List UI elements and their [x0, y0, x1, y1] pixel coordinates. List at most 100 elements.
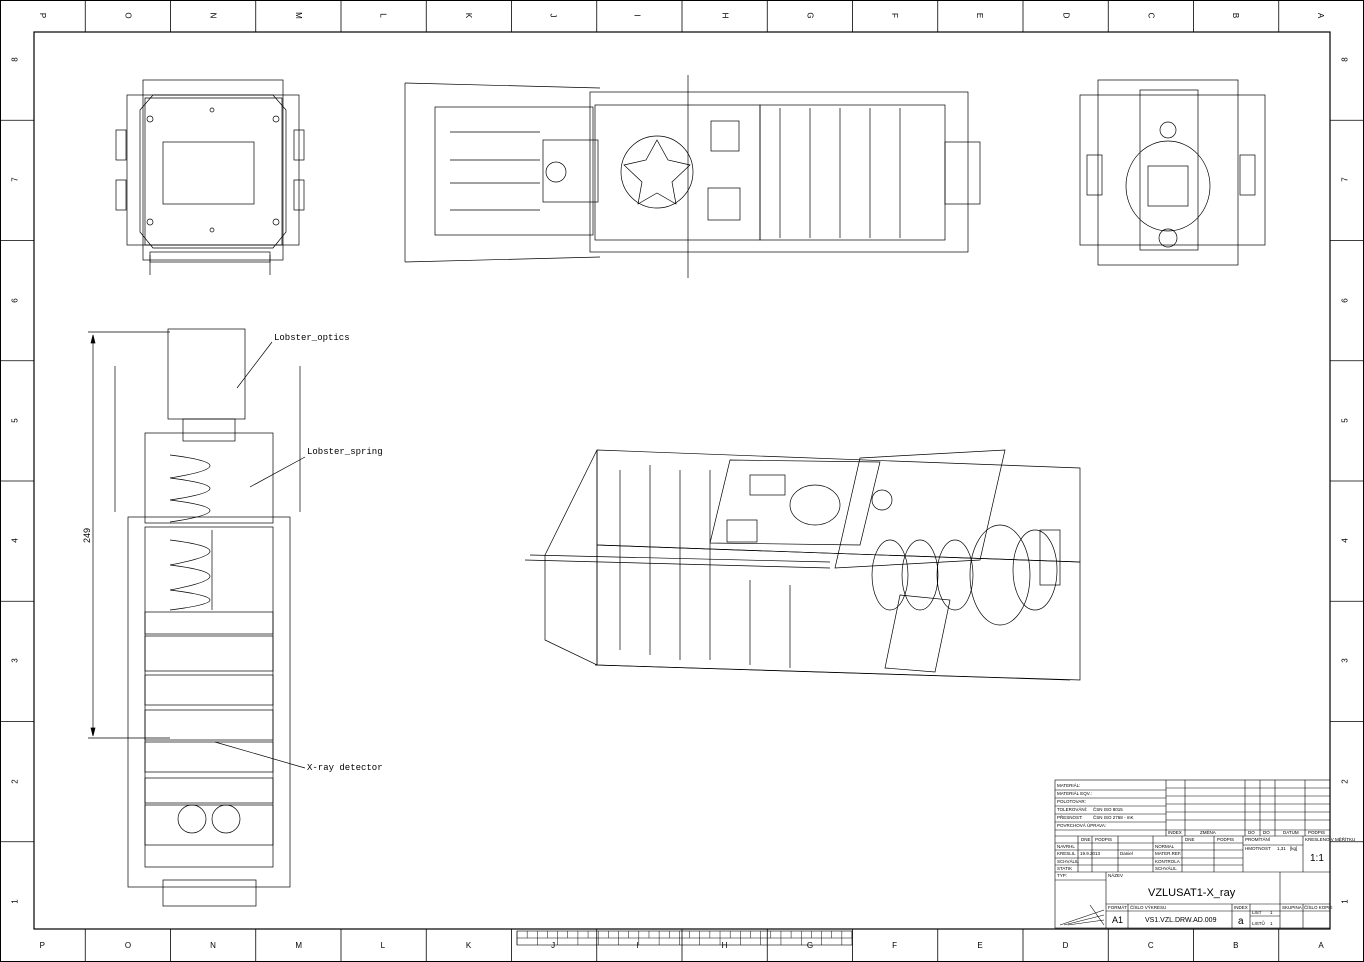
- tb-drawing-no-label: ČÍSLO VÝKRESU: [1130, 905, 1167, 910]
- zone-row-label: 4: [10, 538, 20, 543]
- tb-sheet: LIST: [1252, 910, 1262, 915]
- zone-column-label: L: [380, 941, 386, 950]
- zone-row-label: 8: [1340, 57, 1350, 62]
- zone-column-label: A: [1316, 12, 1326, 19]
- tb-approve2: SCHVÁLIL: [1155, 866, 1177, 871]
- zone-column-label: P: [37, 12, 47, 19]
- zone-column-label: H: [721, 941, 728, 950]
- tb-datum-1: DNE: [1081, 837, 1091, 842]
- tb-drawn-date: 19.9.2013: [1080, 851, 1101, 856]
- tb-scale-label: KRESLENO V MĚŘÍTKU: [1305, 837, 1356, 842]
- zone-column-label: K: [464, 12, 474, 19]
- tb-surface: POVRCHOVÁ ÚPRAVA:: [1057, 823, 1107, 828]
- ruler-ticks: [516, 931, 853, 945]
- tb-sign: PODPIS: [1308, 830, 1326, 835]
- zone-row-label: 8: [10, 57, 20, 62]
- zone-column-label: I: [632, 14, 642, 17]
- zone-column-label: D: [1061, 12, 1071, 19]
- isometric-view: [524, 449, 1081, 681]
- tb-control: KONTROLA: [1155, 859, 1180, 864]
- tb-datum-2: DNE: [1185, 837, 1195, 842]
- tb-accuracy-label: PŘESNOST:: [1057, 815, 1083, 820]
- zone-column-label: M: [295, 941, 303, 950]
- zone-column-label: J: [548, 13, 558, 18]
- dimension-249: 249: [82, 527, 92, 543]
- tb-name-label: NÁZEV: [1108, 873, 1124, 878]
- zone-row-label: 5: [10, 418, 20, 423]
- zone-column-label: J: [551, 941, 556, 950]
- tb-approved: SCHVÁLIL: [1057, 859, 1079, 864]
- zone-column-label: C: [1146, 12, 1156, 19]
- tb-material-eqv: MATERIÁL EQV.:: [1057, 791, 1092, 796]
- side-view-long: [404, 75, 981, 278]
- zone-column-label: B: [1231, 12, 1241, 19]
- tb-group: SKUPINA: [1282, 905, 1302, 910]
- zone-column-label: L: [378, 13, 388, 18]
- zone-column-label: D: [1062, 941, 1069, 950]
- label-lobster-spring: Lobster_spring: [307, 447, 383, 457]
- tb-semi: POLOTOVAR:: [1057, 799, 1086, 804]
- tb-podpis-2: PODPIS: [1217, 837, 1235, 842]
- zone-column-label: I: [636, 941, 639, 950]
- zone-row-label: 3: [1340, 658, 1350, 664]
- tb-index: INDEX: [1168, 830, 1182, 835]
- zone-column-label: N: [208, 12, 218, 19]
- zone-row-label: 6: [1340, 297, 1350, 303]
- zone-row-label: 4: [1340, 538, 1350, 543]
- tb-tolerance-value: ČSN ISO 8015: [1093, 807, 1123, 812]
- tb-do: DO: [1248, 830, 1255, 835]
- zone-column-label: F: [892, 941, 898, 950]
- tb-format-label: FORMÁT: [1108, 905, 1127, 910]
- tb-index2: INDEX: [1234, 905, 1248, 910]
- zone-row-label: 2: [1340, 778, 1350, 784]
- tb-designed: NAVRHL: [1057, 844, 1075, 849]
- zone-column-label: P: [39, 941, 45, 950]
- scale-ruler: [516, 930, 853, 946]
- tb-mater-ref: MATER.REF.: [1155, 851, 1182, 856]
- zone-column-label: N: [210, 941, 216, 950]
- zone-column-label: O: [123, 12, 133, 19]
- tb-material: MATERIÁL:: [1057, 783, 1081, 788]
- label-xray-detector: X-ray detector: [307, 763, 383, 773]
- tb-change: ZMĚNA: [1200, 830, 1216, 835]
- tb-mass-value: 1,31: [1277, 846, 1286, 851]
- tb-sheet-value: 1: [1270, 910, 1273, 915]
- tb-drawn: KRESLIL: [1057, 851, 1076, 856]
- tb-do2: DO: [1263, 830, 1270, 835]
- zone-row-label: 7: [1340, 177, 1350, 183]
- tb-tolerance-label: TOLEROVÁNÍ:: [1057, 807, 1088, 812]
- tb-accuracy-value: ČSN ISO 2768 - mK: [1093, 815, 1134, 820]
- zone-column-label: O: [124, 941, 132, 950]
- zone-column-label: B: [1233, 941, 1239, 950]
- section-view-vertical: [88, 328, 306, 907]
- tb-index-value: a: [1238, 916, 1244, 927]
- rear-view-square: [1079, 79, 1266, 266]
- tb-static: STATIK: [1057, 866, 1073, 871]
- tb-drawn-name: Daniel: [1120, 851, 1133, 856]
- zone-column-label: C: [1147, 941, 1154, 950]
- zone-row-label: 1: [10, 899, 20, 904]
- zone-column-label: A: [1318, 941, 1324, 950]
- zone-column-label: G: [806, 941, 814, 950]
- zone-column-label: M: [294, 12, 304, 19]
- zone-column-label: E: [977, 941, 983, 950]
- zone-column-label: K: [465, 941, 472, 950]
- zone-column-label: G: [805, 12, 815, 19]
- tb-sheets: LISTŮ: [1252, 921, 1265, 926]
- zone-row-label: 1: [1340, 899, 1350, 904]
- tb-copy-no: ČÍSLO KOPIE: [1304, 905, 1333, 910]
- drawing-frame: [33, 31, 1331, 930]
- zone-row-label: 5: [1340, 418, 1350, 423]
- tb-mass-label: HMOTNOST: [1245, 846, 1271, 851]
- zone-row-label: 3: [10, 658, 20, 664]
- zone-row-label: 2: [10, 778, 20, 784]
- tb-mass-unit: [kg]: [1290, 846, 1298, 851]
- title-block-lines: [1054, 779, 1331, 929]
- zone-row-label: 6: [10, 297, 20, 303]
- tb-sheets-value: 1: [1270, 921, 1273, 926]
- tb-date: DATUM: [1283, 830, 1299, 835]
- front-view-square: [115, 79, 305, 275]
